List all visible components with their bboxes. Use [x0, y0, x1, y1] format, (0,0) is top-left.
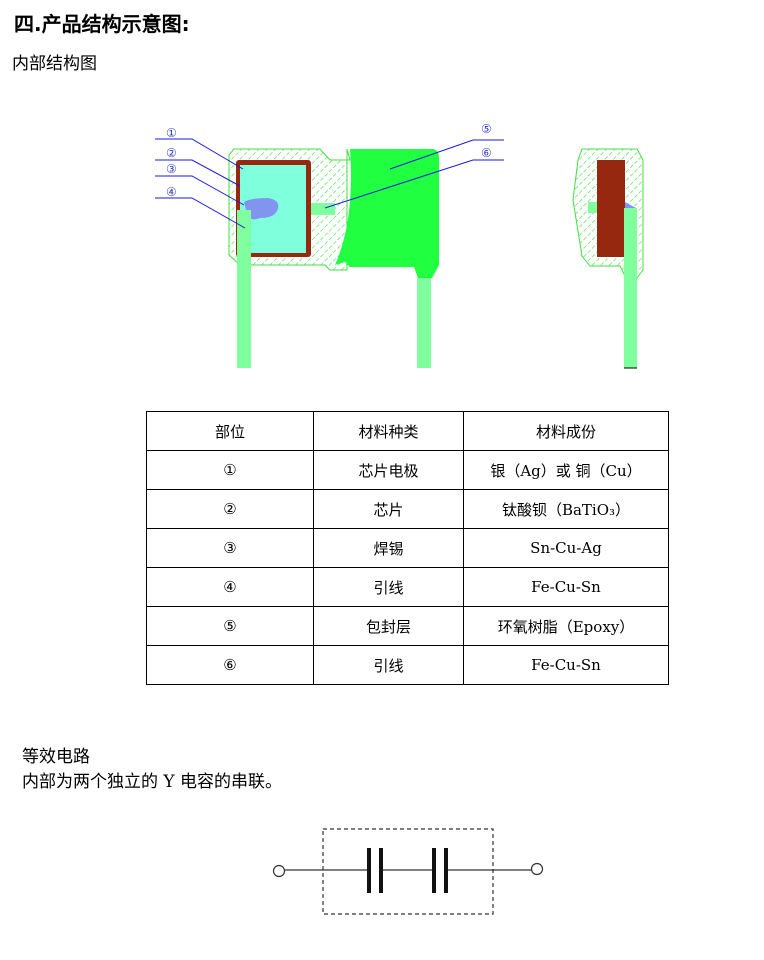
cell: ⑤ [146, 606, 314, 646]
solder [244, 198, 279, 220]
cell: Fe-Cu-Sn [463, 567, 669, 607]
cell: 芯片电极 [313, 450, 464, 490]
side-view [572, 148, 644, 369]
cell: ① [146, 450, 314, 490]
cell: Fe-Cu-Sn [463, 645, 669, 685]
capacitor-symbol-2 [432, 848, 448, 893]
cell: 焊锡 [313, 528, 464, 568]
label-4: ④ [166, 185, 177, 199]
header-material-type: 材料种类 [313, 411, 464, 451]
equivalent-circuit-diagram [272, 828, 544, 915]
right-lead [417, 278, 431, 368]
terminal-left [272, 864, 286, 878]
dashed-package-outline [322, 828, 494, 915]
structure-diagram: ① ② ③ ④ ⑤ ⑥ [155, 122, 644, 369]
label-6: ⑥ [481, 146, 492, 160]
cell: ③ [146, 528, 314, 568]
subtitle: 内部结构图 [12, 54, 97, 74]
cell: 银（Ag）或 铜（Cu） [463, 450, 669, 490]
cell: ⑥ [146, 645, 314, 685]
header-composition: 材料成份 [463, 411, 669, 451]
left-lead [237, 210, 251, 368]
cell: ④ [146, 567, 314, 607]
cell: Sn-Cu-Ag [463, 528, 669, 568]
cell: 钛酸钡（BaTiO₃） [463, 489, 669, 529]
cell: 引线 [313, 645, 464, 685]
front-view [228, 148, 439, 368]
epoxy-body [335, 149, 439, 278]
capacitor-symbol-1 [367, 848, 383, 893]
cell: 引线 [313, 567, 464, 607]
label-5: ⑤ [481, 122, 492, 136]
cell: ② [146, 489, 314, 529]
label-1: ① [166, 126, 177, 140]
table-header: 部位 材料种类 材料成份 [146, 411, 669, 451]
header-part: 部位 [146, 411, 314, 451]
cell: 环氧树脂（Epoxy） [463, 606, 669, 646]
inner-lead [311, 203, 335, 215]
equivalent-circuit-text: 内部为两个独立的 Y 电容的串联。 [22, 772, 283, 792]
section-title: 四.产品结构示意图: [14, 12, 190, 36]
label-2: ② [166, 146, 177, 160]
cell: 芯片 [313, 489, 464, 529]
cell: 包封层 [313, 606, 464, 646]
terminal-right [530, 862, 544, 876]
equivalent-circuit-heading: 等效电路 [22, 747, 90, 767]
leader-lines [155, 138, 504, 229]
label-3: ③ [166, 162, 177, 176]
